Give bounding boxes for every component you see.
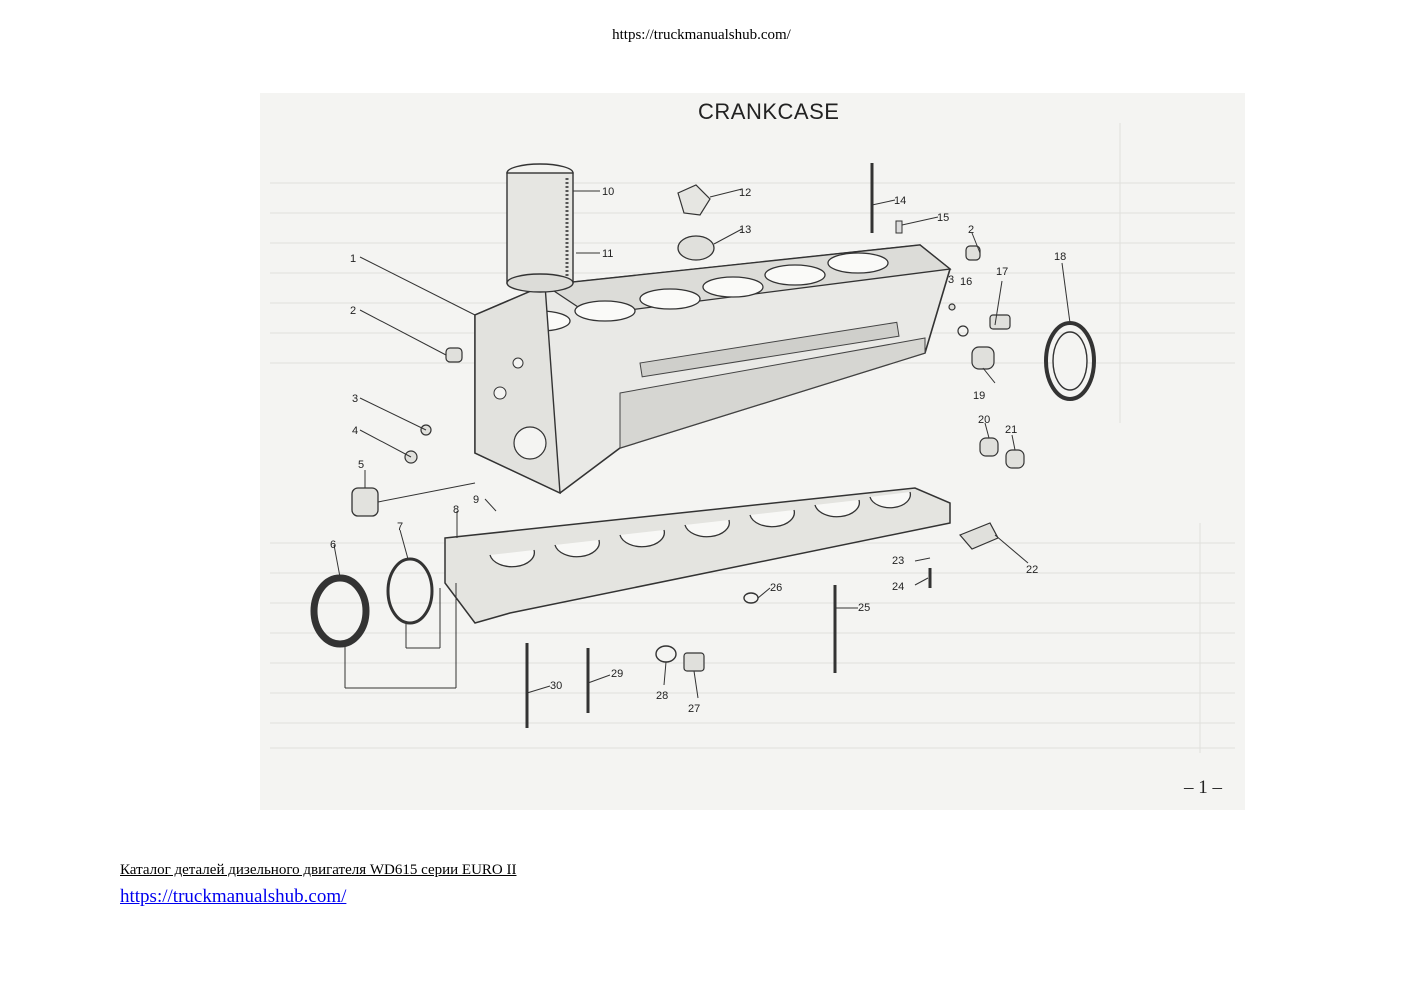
drain-plug (683, 652, 705, 672)
oil-nozzle (958, 522, 999, 550)
callout-label: 11 (602, 248, 613, 260)
camshaft-bush (351, 487, 379, 517)
callout-label: 28 (656, 690, 668, 702)
callout-labels: 1 2 3 4 5 6 7 8 9 10 11 12 13 14 15 2 3 … (330, 186, 1066, 715)
callout-label: 22 (1026, 564, 1038, 576)
callout-label: 2 (968, 224, 974, 236)
callout-label: 21 (1005, 424, 1017, 436)
callout-label: 10 (602, 186, 614, 198)
diagram-title: CRANKCASE (698, 99, 840, 124)
callout-label: 1 (350, 253, 356, 265)
callout-label: 4 (352, 425, 358, 437)
callout-label: 15 (937, 212, 949, 224)
callout-label: 30 (550, 680, 562, 692)
callout-label: 9 (473, 494, 479, 506)
callout-label: 2 (350, 305, 356, 317)
callout-label: 16 (960, 276, 972, 288)
callout-label: 18 (1054, 251, 1066, 263)
footer-link[interactable]: https://truckmanualshub.com/ (120, 886, 347, 907)
dowel-pin (895, 220, 903, 234)
sealing-washer (743, 592, 759, 604)
footer-caption: Каталог деталей дизельного двигателя WD6… (120, 862, 517, 878)
page-number: – 1 – (1184, 777, 1222, 798)
callout-label: 20 (978, 414, 990, 426)
callout-label: 17 (996, 266, 1008, 278)
plug (677, 235, 715, 261)
callout-label: 3 (948, 274, 954, 286)
callout-label: 6 (330, 539, 336, 551)
main-bearing-seats (489, 491, 912, 568)
callout-label: 27 (688, 703, 700, 715)
crankcase-exploded-view: 1 2 3 4 5 6 7 8 9 10 11 12 13 14 15 2 3 … (270, 123, 1235, 753)
bushings (404, 245, 1025, 469)
callout-label: 5 (358, 459, 364, 471)
callout-label: 7 (397, 521, 403, 533)
bearing-bed (444, 487, 951, 624)
background-bleed-lines (270, 123, 1235, 753)
callout-label: 14 (894, 195, 906, 207)
header-url: https://truckmanualshub.com/ (612, 27, 791, 43)
cylinder-liner (506, 163, 574, 293)
callout-label: 19 (973, 390, 985, 402)
callout-label: 25 (858, 602, 870, 614)
crankcase-diagram-scan: 1 2 3 4 5 6 7 8 9 10 11 12 13 14 15 2 3 … (260, 93, 1245, 810)
cover-plate (677, 184, 711, 216)
rear-oil-seal (1044, 321, 1096, 401)
callout-label: 8 (453, 504, 459, 516)
leader-lines (333, 188, 1071, 699)
callout-label: 23 (892, 555, 904, 567)
drain-plug-washer (655, 645, 677, 663)
callout-label: 29 (611, 668, 623, 680)
bolts (525, 568, 932, 728)
thrust-bearing (310, 574, 370, 648)
callout-label: 24 (892, 581, 904, 593)
thrust-washer (386, 557, 434, 625)
crankcase-block (474, 244, 952, 495)
callout-label: 26 (770, 582, 782, 594)
callout-label: 12 (739, 187, 751, 199)
callout-label: 13 (739, 224, 751, 236)
callout-label: 3 (352, 393, 358, 405)
